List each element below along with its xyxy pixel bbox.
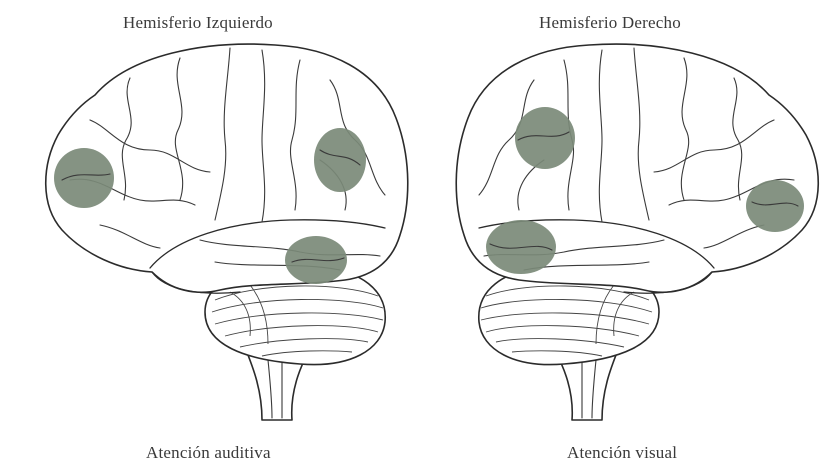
right-region-frontal-posterior — [746, 180, 804, 232]
right-caption: Atención visual — [567, 443, 677, 463]
right-region-parietal — [515, 107, 575, 169]
left-region-frontal — [54, 148, 114, 208]
left-region-parietal — [314, 128, 366, 192]
left-brain — [46, 44, 408, 420]
right-brain — [456, 44, 818, 420]
left-caption: Atención auditiva — [146, 443, 271, 463]
